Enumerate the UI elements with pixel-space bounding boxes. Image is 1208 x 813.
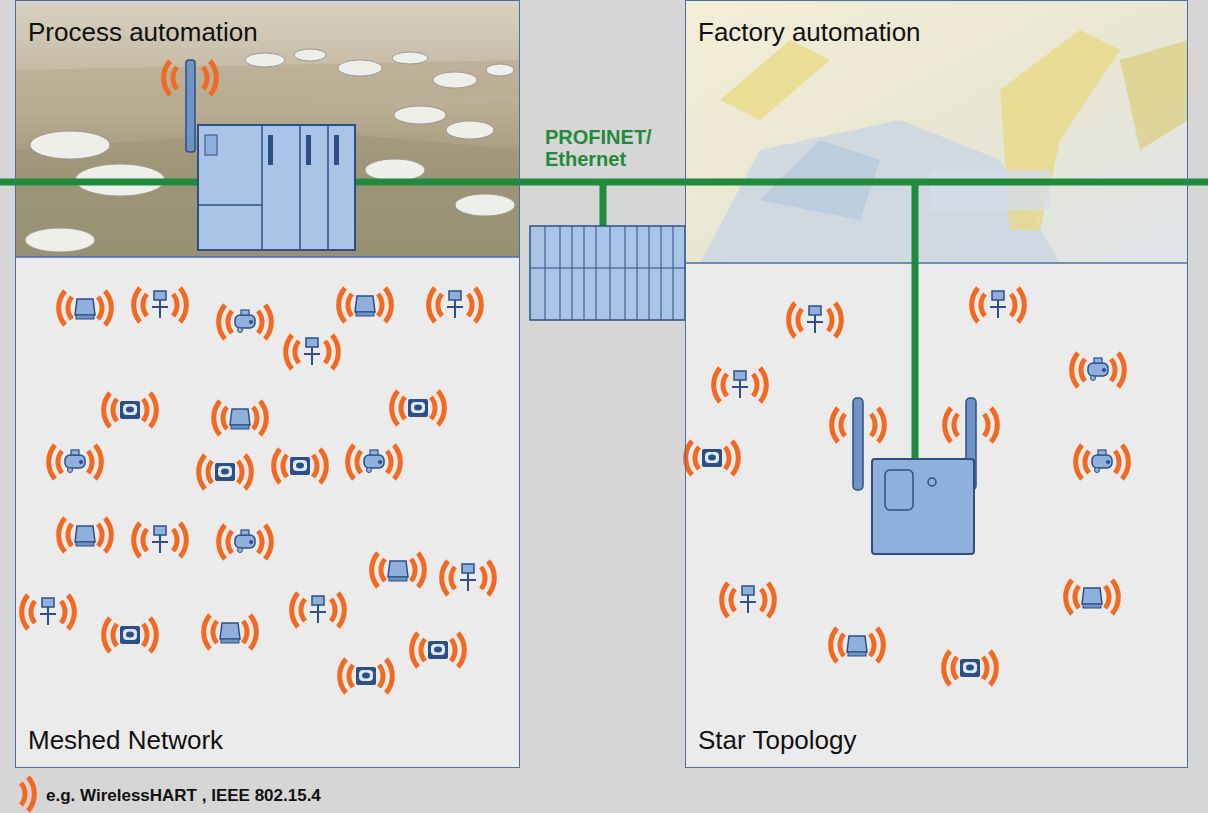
panel-heading: Process automation [28, 17, 258, 47]
profinet-bus [0, 182, 1208, 459]
central-controller [530, 226, 685, 320]
process-panel: Process automationMeshed Network [15, 0, 520, 768]
panel-heading: Factory automation [698, 17, 921, 47]
legend-text: e.g. WirelessHART , IEEE 802.15.4 [46, 786, 321, 806]
wireless-gateway [832, 398, 998, 554]
process-controller [164, 60, 355, 250]
topology-caption: Star Topology [698, 725, 857, 755]
star-field-devices [686, 288, 1129, 685]
factory-panel: Factory automationStar Topology [685, 0, 1188, 768]
topology-caption: Meshed Network [28, 725, 223, 755]
legend-wireless-symbol [0, 777, 34, 811]
bus-label: PROFINET/ Ethernet [545, 126, 660, 170]
process-panel-art [15, 0, 520, 768]
meshed-field-devices [22, 288, 495, 693]
factory-panel-art [685, 0, 1188, 768]
